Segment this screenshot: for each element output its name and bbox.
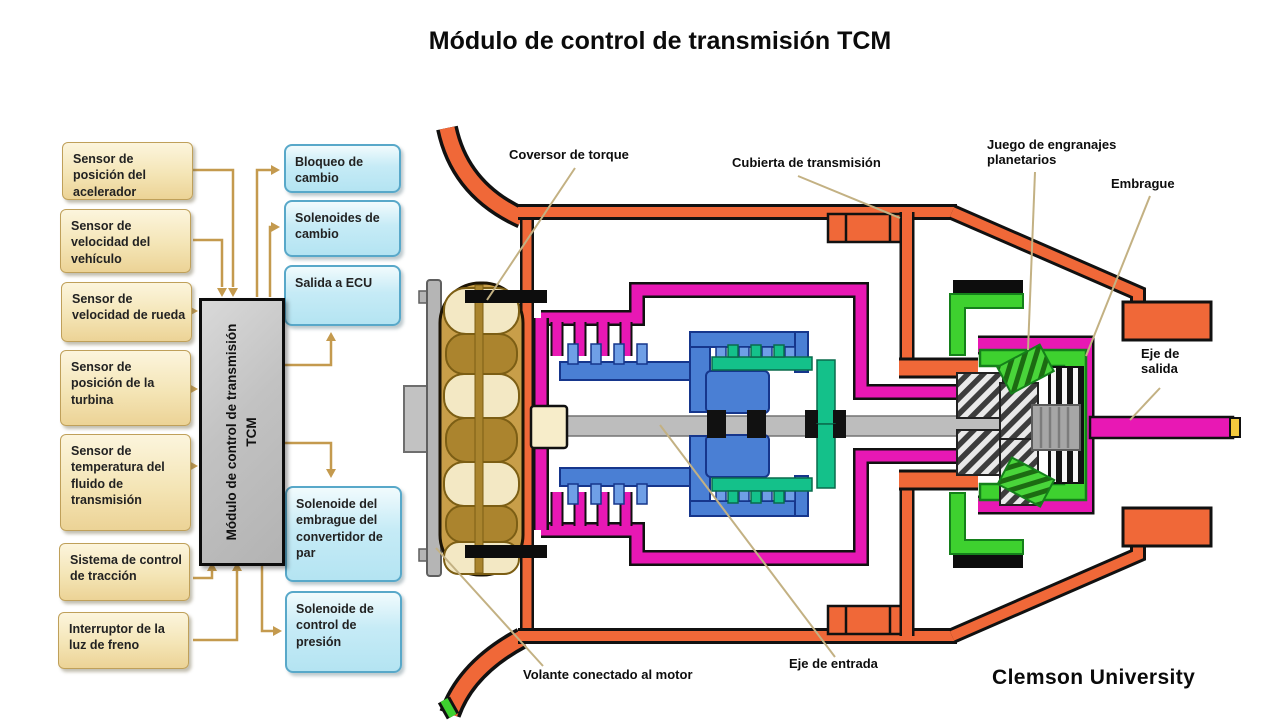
output-shift-lock: Bloqueo de cambio [284, 144, 401, 193]
input-traction-control-system: Sistema de control de tracción [59, 543, 190, 601]
torque-converter [403, 279, 525, 577]
leader-lines [435, 167, 1161, 667]
output-shift-solenoids: Solenoides de cambio [284, 200, 401, 257]
planetary-gearset [956, 343, 1081, 508]
tcm-label: Módulo de control de transmisión [223, 323, 239, 541]
label-flywheel: Volante conectado al motor [523, 667, 693, 682]
label-input-shaft: Eje de entrada [789, 656, 878, 671]
output-shaft [1088, 415, 1241, 440]
input-turbine-position-sensor: Sensor de posición de la turbina [60, 350, 191, 426]
page-title: Módulo de control de transmisión TCM [428, 27, 892, 55]
internals-bottom [465, 424, 1211, 636]
output-tcc-solenoid: Solenoide del embrague del convertidor d… [285, 486, 402, 582]
tcm-abbr: TCM [244, 417, 259, 447]
label-output-shaft: Eje de salida [1141, 346, 1180, 377]
input-vehicle-speed-sensor: Sensor de velocidad del vehículo [60, 209, 191, 273]
shaft-coupling [529, 404, 569, 450]
input-throttle-position-sensor: Sensor de posición del acelerador [62, 142, 193, 200]
label-torque-converter: Coversor de torque [509, 147, 629, 162]
output-pressure-control-solenoid: Solenoide de control de presión [285, 591, 402, 673]
signal-arrows [193, 168, 333, 642]
input-wheel-speed-sensor: Sensor de velocidad de rueda [61, 282, 192, 342]
output-ecu-output: Salida a ECU [284, 265, 401, 326]
label-planetary: Juego de engranajes planetarios [987, 137, 1117, 168]
label-clutch: Embrague [1111, 176, 1175, 191]
credit-text: Clemson University [992, 666, 1196, 689]
tcm-module-box: Módulo de control de transmisión TCM [199, 298, 285, 566]
bell-housing [436, 125, 534, 720]
crankshaft-hub [403, 385, 431, 453]
internals-top [465, 212, 1211, 424]
label-housing: Cubierta de transmisión [732, 155, 881, 170]
input-brake-light-switch: Interruptor de la luz de freno [58, 612, 189, 669]
arrow-heads [189, 165, 336, 636]
input-fluid-temperature-sensor: Sensor de temperatura del fluido de tran… [60, 434, 191, 531]
